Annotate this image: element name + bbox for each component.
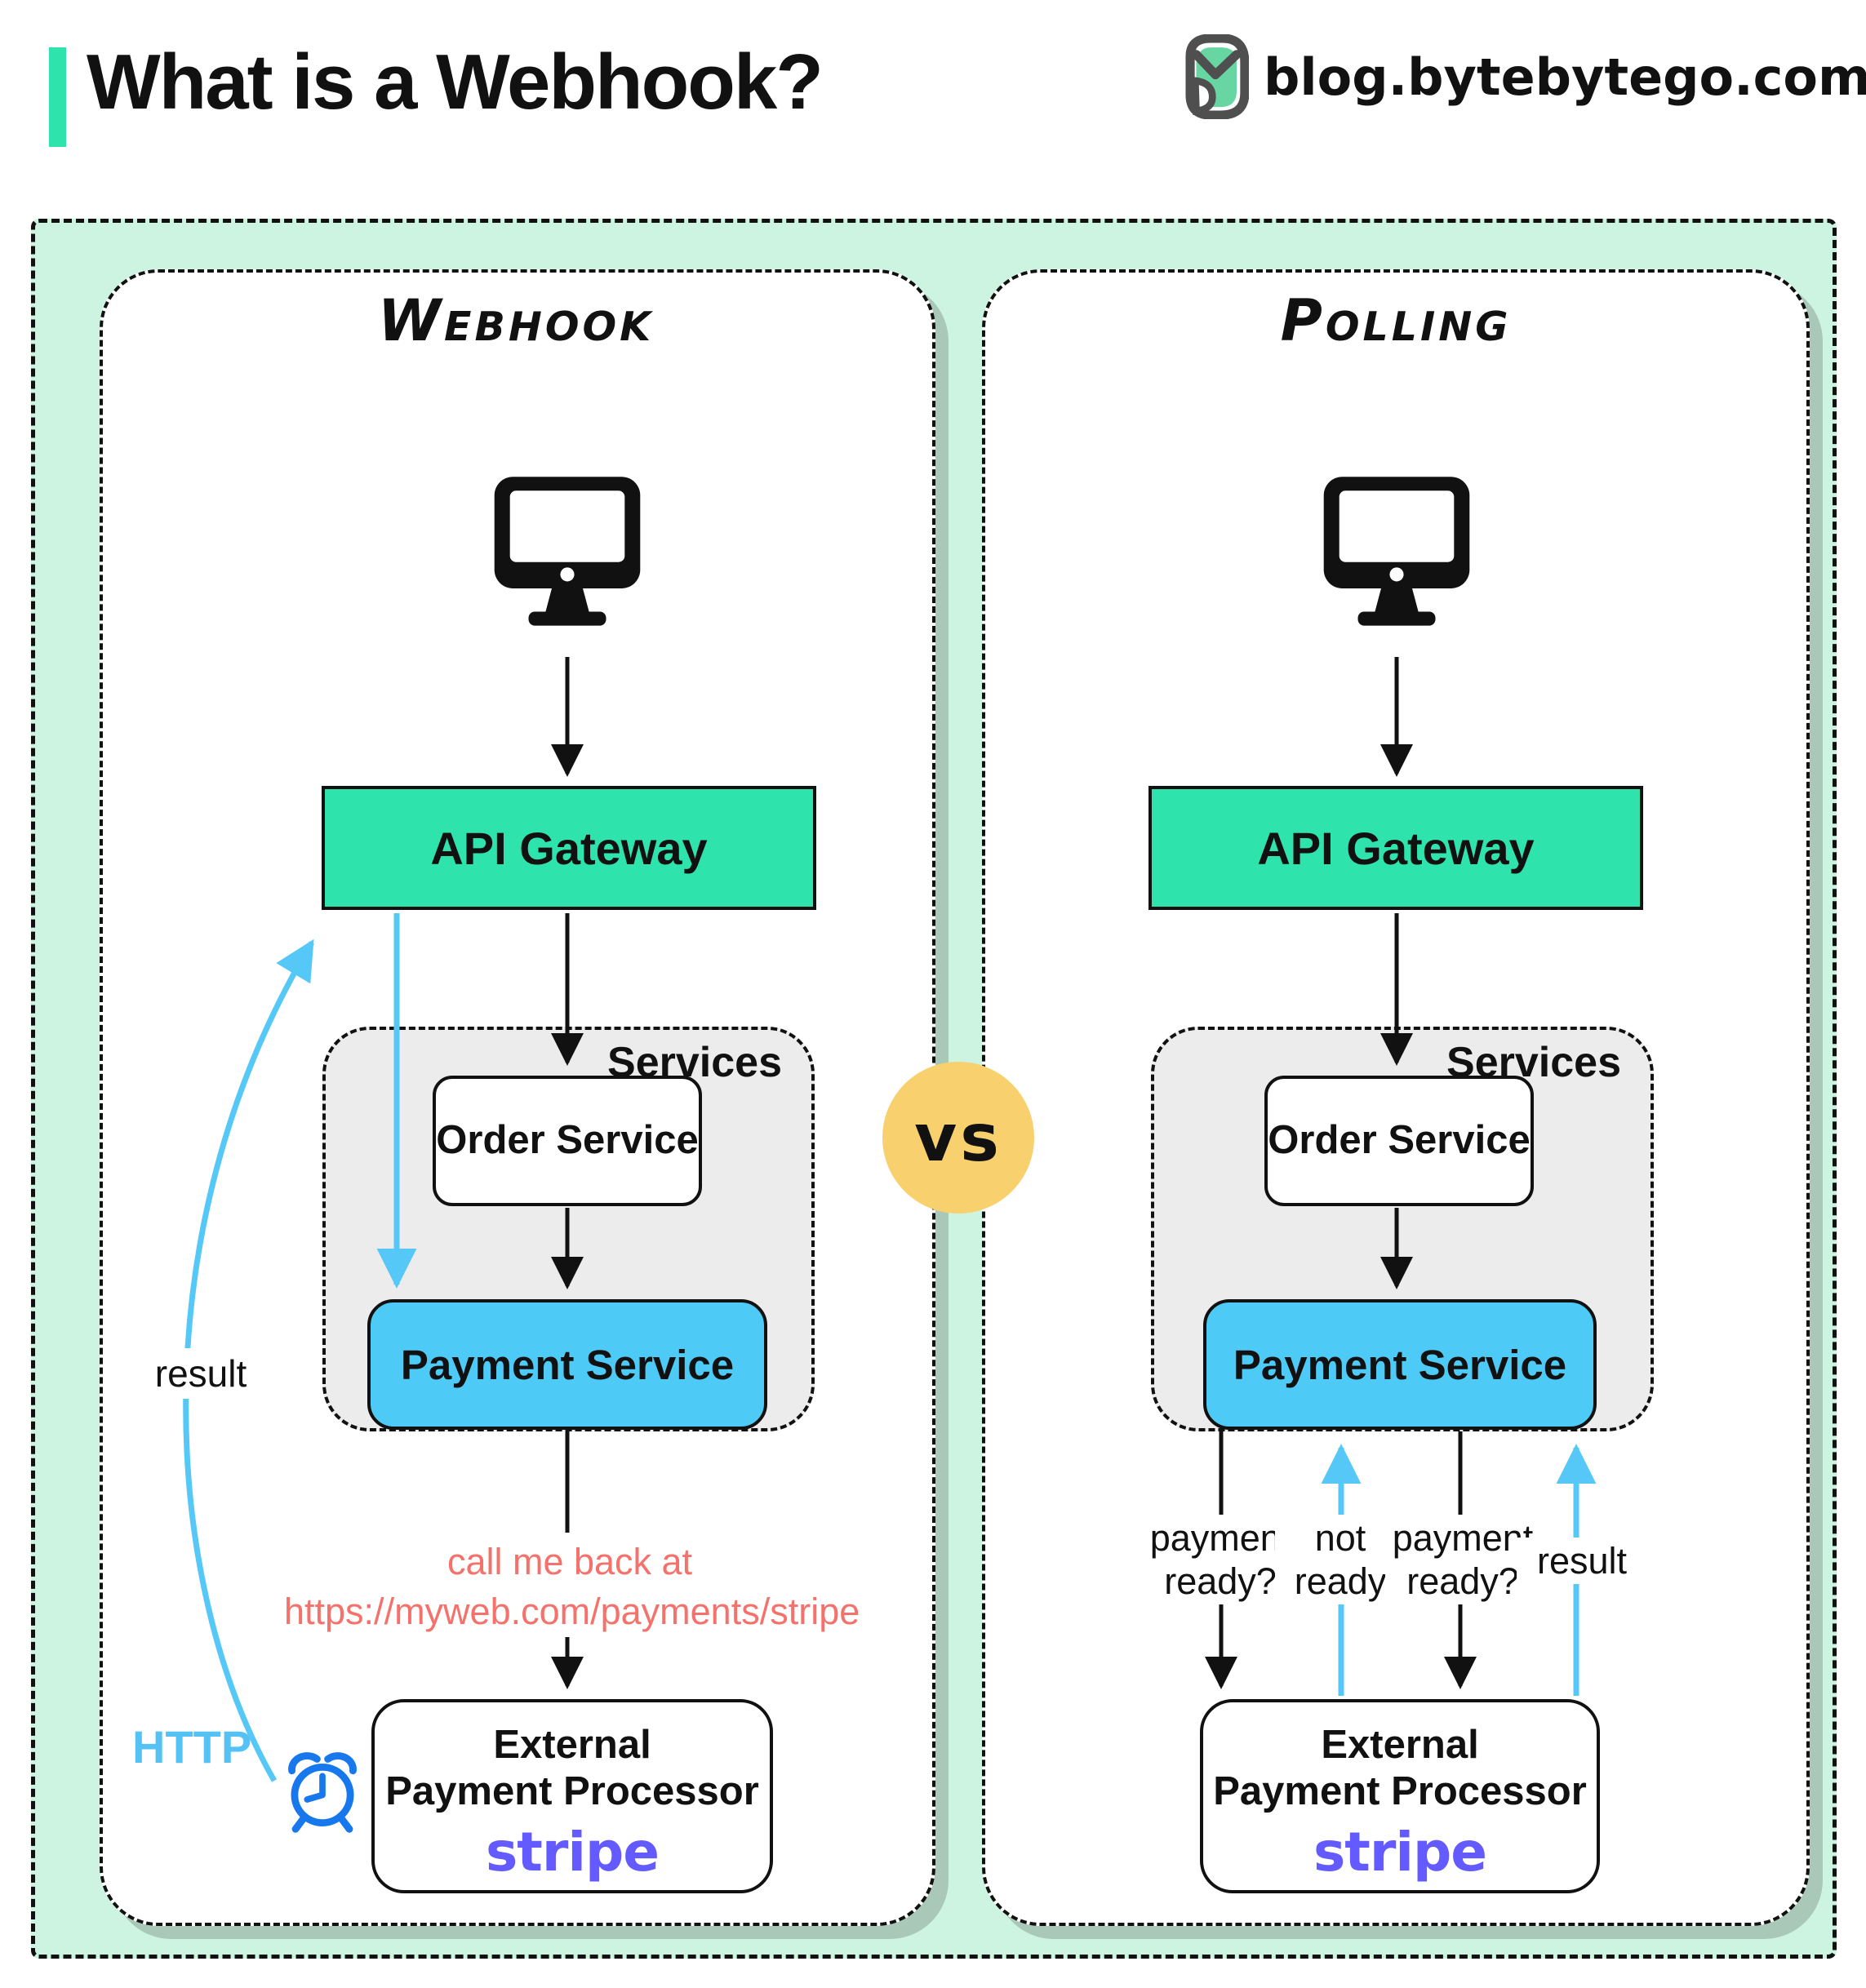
order-service-box: Order Service	[433, 1076, 702, 1206]
stripe-logo-text: stripe	[1313, 1820, 1487, 1884]
result-label: result	[129, 1348, 273, 1399]
panel-title-polling: Polling	[1280, 287, 1512, 354]
external-line1: External	[1321, 1723, 1479, 1767]
payment-service-box: Payment Service	[367, 1299, 767, 1430]
client-monitor-icon	[494, 477, 641, 626]
http-label: HTTP	[132, 1721, 252, 1773]
callback-line1: call me back at	[447, 1541, 693, 1582]
panel-title-webhook: Webhook	[377, 287, 655, 354]
external-payment-processor-box: External Payment Processor stripe	[1200, 1699, 1600, 1893]
external-line2: Payment Processor	[385, 1768, 759, 1813]
callback-line2: https://myweb.com/payments/stripe	[284, 1590, 860, 1632]
callback-note: call me back at https://myweb.com/paymen…	[284, 1538, 860, 1637]
page-title: What is a Webhook?	[87, 38, 824, 126]
api-gateway-box: API Gateway	[322, 786, 816, 910]
poll-label-result: result	[1517, 1538, 1647, 1585]
payment-service-box: Payment Service	[1203, 1299, 1597, 1430]
external-line1: External	[493, 1723, 651, 1767]
poll-label-not-ready: not ready	[1275, 1515, 1406, 1605]
poll-label-payment-ready-2: payment ready?	[1385, 1515, 1540, 1605]
external-line2: Payment Processor	[1213, 1768, 1587, 1813]
poll-label-payment-ready-1: payment ready?	[1143, 1515, 1298, 1605]
title-accent-bar	[49, 47, 66, 147]
site-name: blog.bytebytego.com	[1264, 47, 1866, 107]
api-gateway-box: API Gateway	[1148, 786, 1643, 910]
stripe-logo-text: stripe	[485, 1820, 660, 1884]
vs-badge: vs	[882, 1062, 1034, 1214]
external-payment-processor-box: External Payment Processor stripe	[371, 1699, 773, 1893]
bytebytego-logo-icon	[1185, 34, 1249, 119]
alarm-clock-icon	[288, 1752, 357, 1833]
client-monitor-icon	[1323, 477, 1470, 626]
order-service-box: Order Service	[1264, 1076, 1534, 1206]
